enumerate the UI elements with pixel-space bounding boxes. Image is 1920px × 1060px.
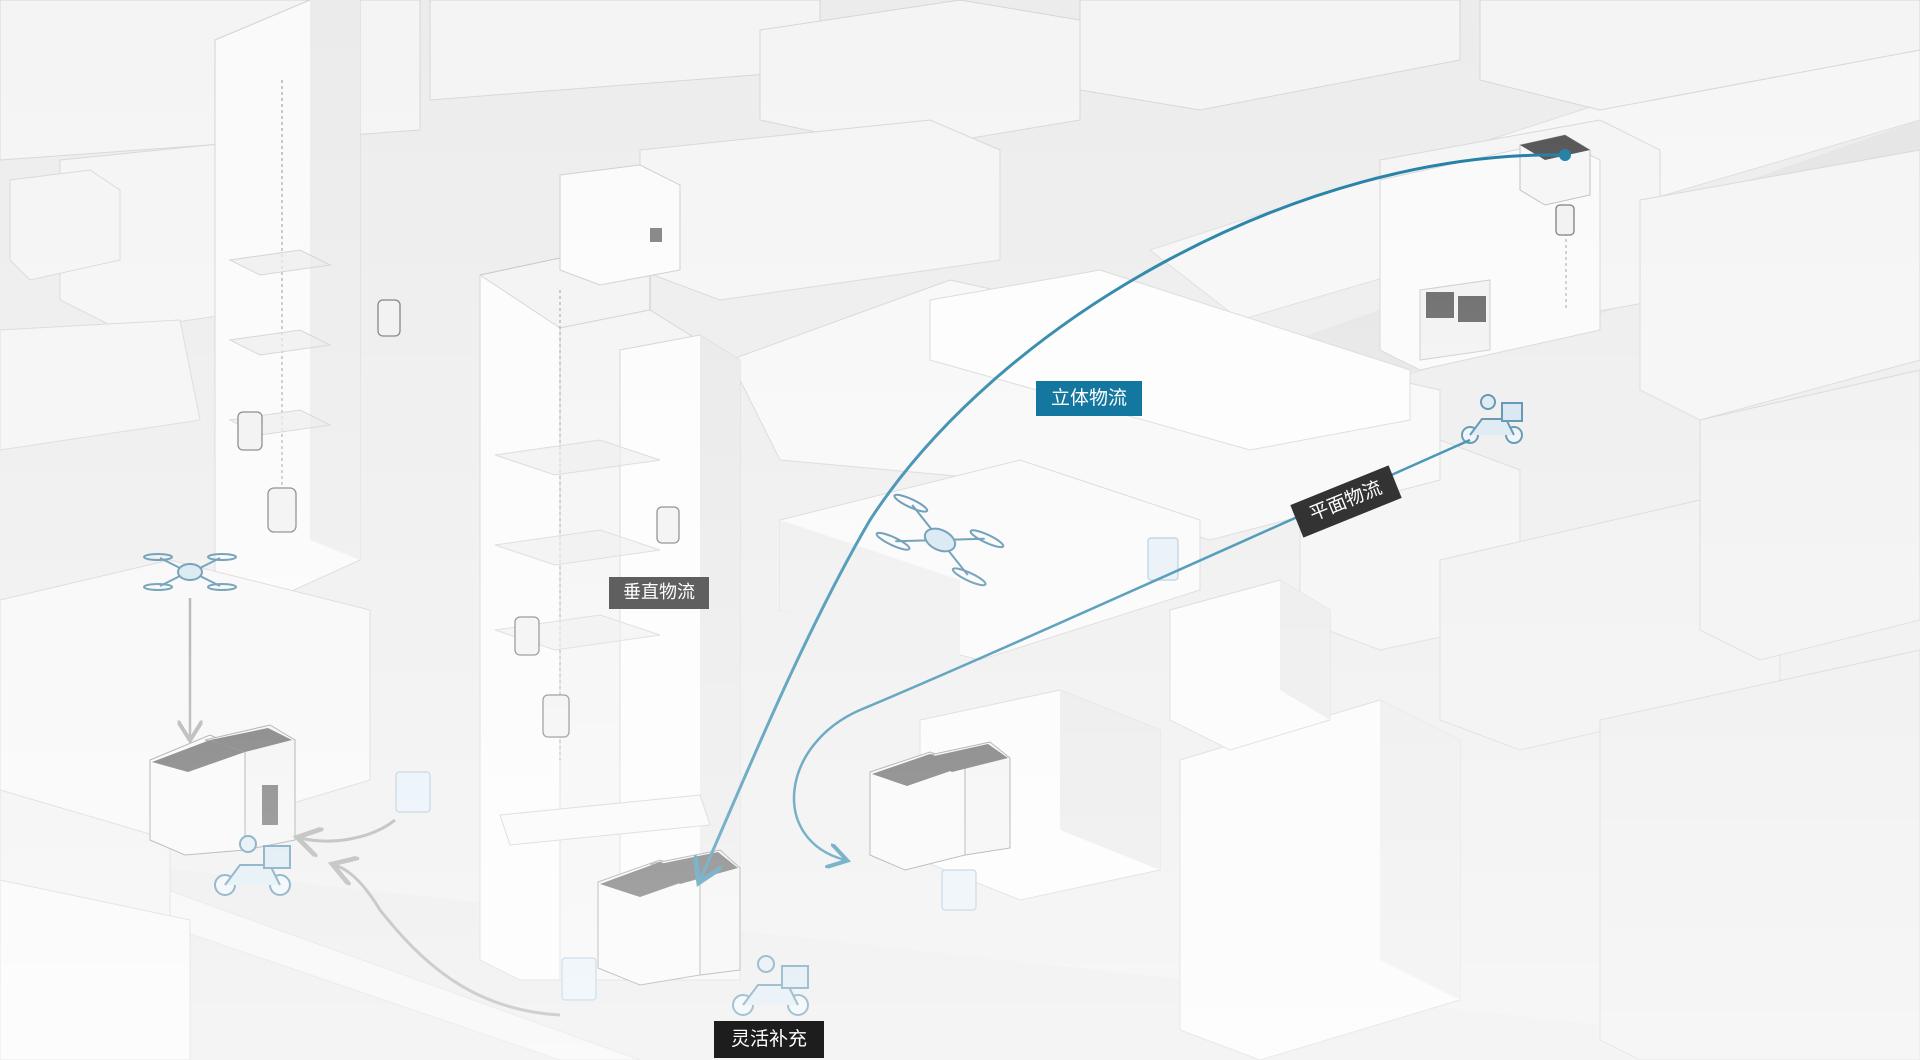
label-three-d-logistics: 立体物流: [1036, 381, 1143, 416]
label-flexible-supplement: 灵活补充: [714, 1021, 825, 1058]
label-vertical-logistics: 垂直物流: [609, 577, 709, 609]
